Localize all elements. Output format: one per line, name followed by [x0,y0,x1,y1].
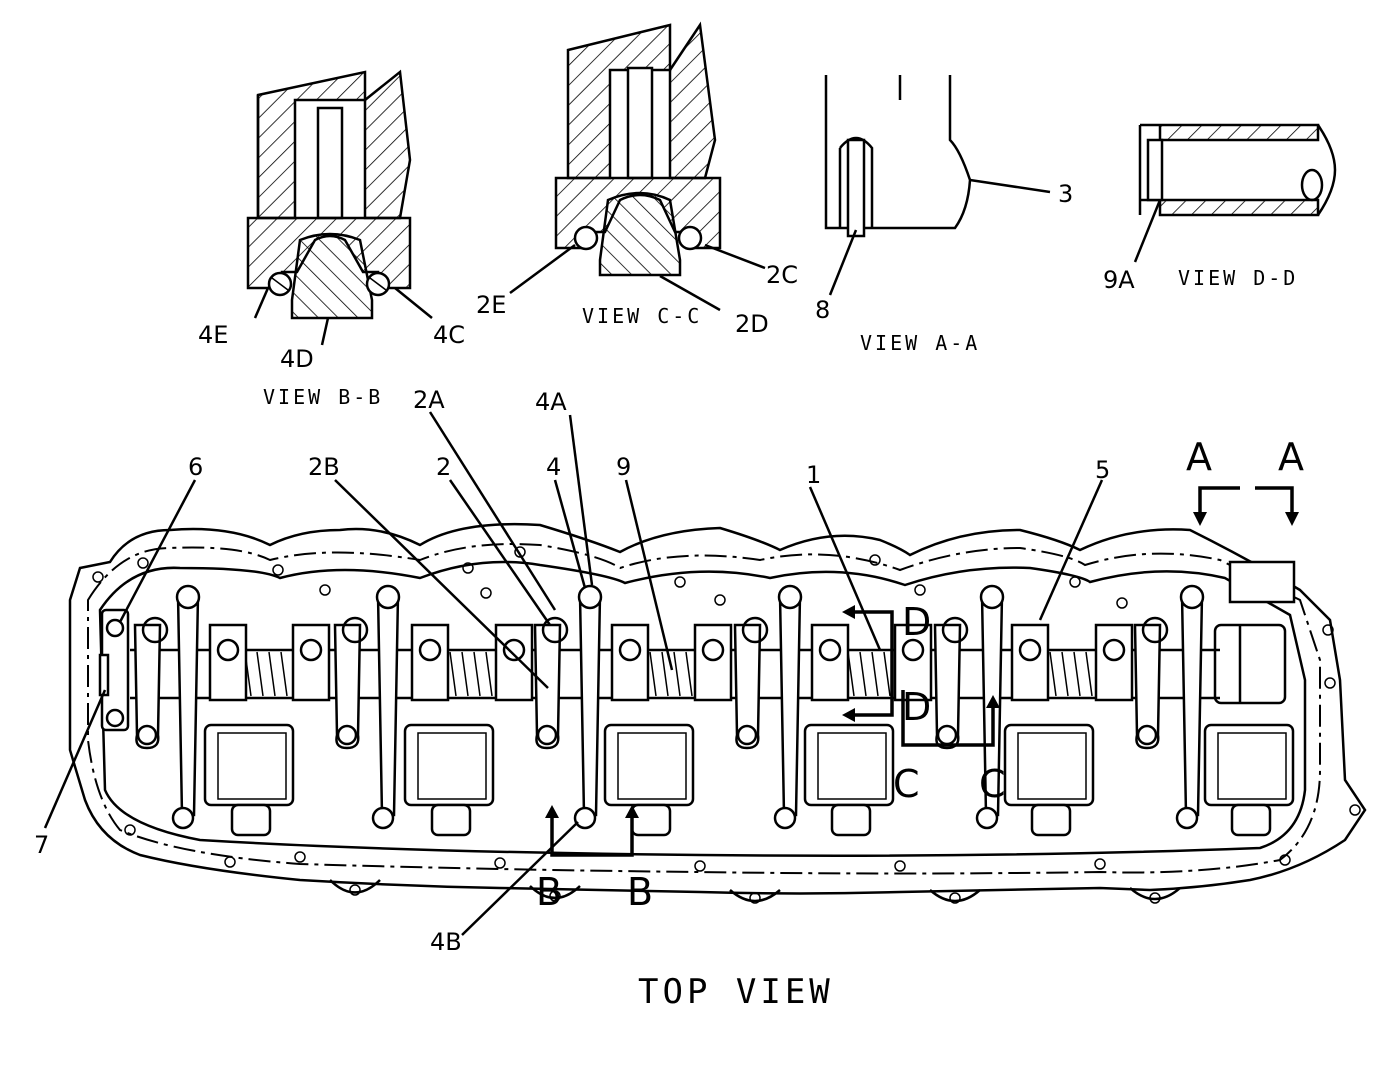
caption-view-a-a: VIEW A-A [860,331,980,355]
label-4c: 4C [433,321,465,349]
caption-top-view: TOP VIEW [638,972,834,1012]
view-d-d-section [1138,123,1337,217]
marker-d-top: D [902,600,931,644]
view-b-b-section [246,69,412,320]
shaft-supports [208,623,1134,702]
marker-d-bottom: D [902,685,931,729]
caption-view-c-c: VIEW C-C [582,304,702,328]
leader-lines [43,178,1162,936]
label-2d: 2D [735,310,769,338]
view-captions: VIEW B-B VIEW C-C VIEW A-A VIEW D-D TOP … [263,266,1298,1012]
rocker-arms [133,616,1169,750]
marker-c-left: C [893,762,920,806]
long-rods [171,584,1205,830]
label-4e: 4E [198,321,228,349]
injector-blocks [203,723,1295,837]
caption-view-b-b: VIEW B-B [263,385,383,409]
label-9: 9 [616,453,631,481]
label-2: 2 [436,453,451,481]
marker-a-left: A [1186,435,1212,479]
view-a-a-section [824,75,972,238]
label-2e: 2E [476,291,506,319]
section-markers: A A B B C C D D [536,435,1304,914]
label-1: 1 [806,461,821,489]
shaft-springs [244,651,1105,697]
label-8: 8 [815,296,830,324]
label-9a: 9A [1103,266,1135,294]
label-7: 7 [34,831,49,859]
label-2b: 2B [308,453,340,481]
caption-view-d-d: VIEW D-D [1178,266,1298,290]
top-view-assembly [68,486,1367,904]
label-2c: 2C [766,261,798,289]
marker-c-right: C [979,762,1006,806]
label-4: 4 [546,453,561,481]
label-2a: 2A [413,386,445,414]
marker-b-left: B [536,870,562,914]
label-3: 3 [1058,180,1073,208]
label-4b: 4B [430,928,462,956]
label-4d: 4D [280,345,314,373]
label-4a: 4A [535,388,567,416]
part-labels: 4E 4C 4D 2E 2C 2D 3 8 9A 2A 4A 6 2B 2 4 … [34,180,1135,956]
label-5: 5 [1095,456,1110,484]
marker-a-right: A [1278,435,1304,479]
view-c-c-section [554,21,722,277]
marker-b-right: B [627,870,653,914]
label-6: 6 [188,453,203,481]
